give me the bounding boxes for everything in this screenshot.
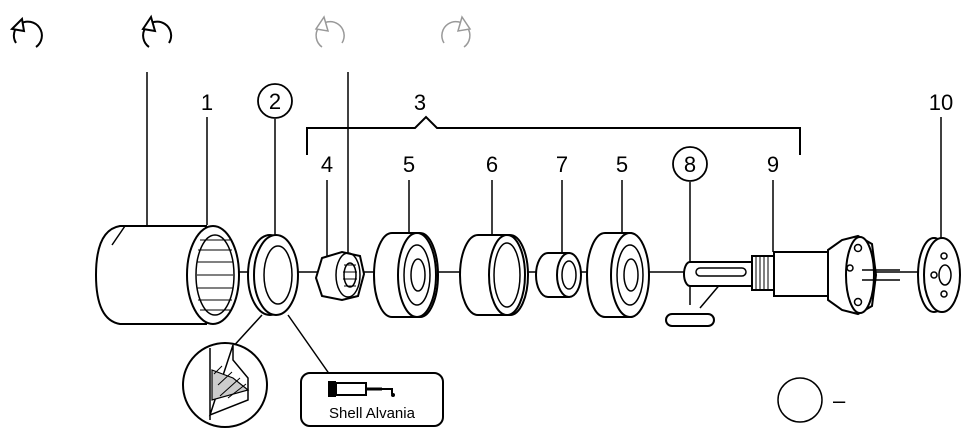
part-label-3: 3 [414, 90, 426, 115]
rotate-counterclockwise-icon [141, 14, 173, 48]
part-10-end-plate [917, 237, 961, 313]
part-5a-bearing [373, 232, 439, 318]
part-label-2: 2 [269, 89, 281, 114]
part-label-1: 1 [201, 90, 213, 115]
group-bracket [306, 115, 801, 155]
part-7-spacer [535, 252, 582, 298]
seal-cross-section-detail [182, 342, 268, 428]
part-label-6: 6 [486, 152, 498, 177]
part-label-5b: 5 [616, 152, 628, 177]
part-label-5a: 5 [403, 152, 415, 177]
grease-callout: Shell Alvania [300, 372, 444, 427]
part-label-10: 10 [929, 90, 953, 115]
grease-gun-icon [328, 381, 395, 397]
rotate-counterclockwise-icon [314, 15, 345, 48]
part-5b-bearing [586, 232, 650, 318]
grease-label: Shell Alvania [329, 405, 416, 422]
part-label-8: 8 [684, 152, 696, 177]
part-9-shaft [683, 234, 900, 316]
part-label-7: 7 [556, 152, 568, 177]
part-label-4: 4 [321, 152, 333, 177]
legend-text: – [833, 388, 846, 413]
rotate-clockwise-icon [9, 16, 43, 48]
legend-circle [777, 377, 823, 423]
part-label-2-circle [257, 83, 293, 119]
part-6-sleeve [459, 234, 529, 316]
part-label-9: 9 [767, 152, 779, 177]
part-label-8-circle [672, 146, 708, 182]
part-4-nut [314, 250, 366, 302]
part-2-seal-ring [247, 234, 299, 316]
part-8-key [665, 281, 723, 327]
rotate-clockwise-icon [441, 15, 472, 48]
part-1-threaded-cap [94, 225, 240, 325]
